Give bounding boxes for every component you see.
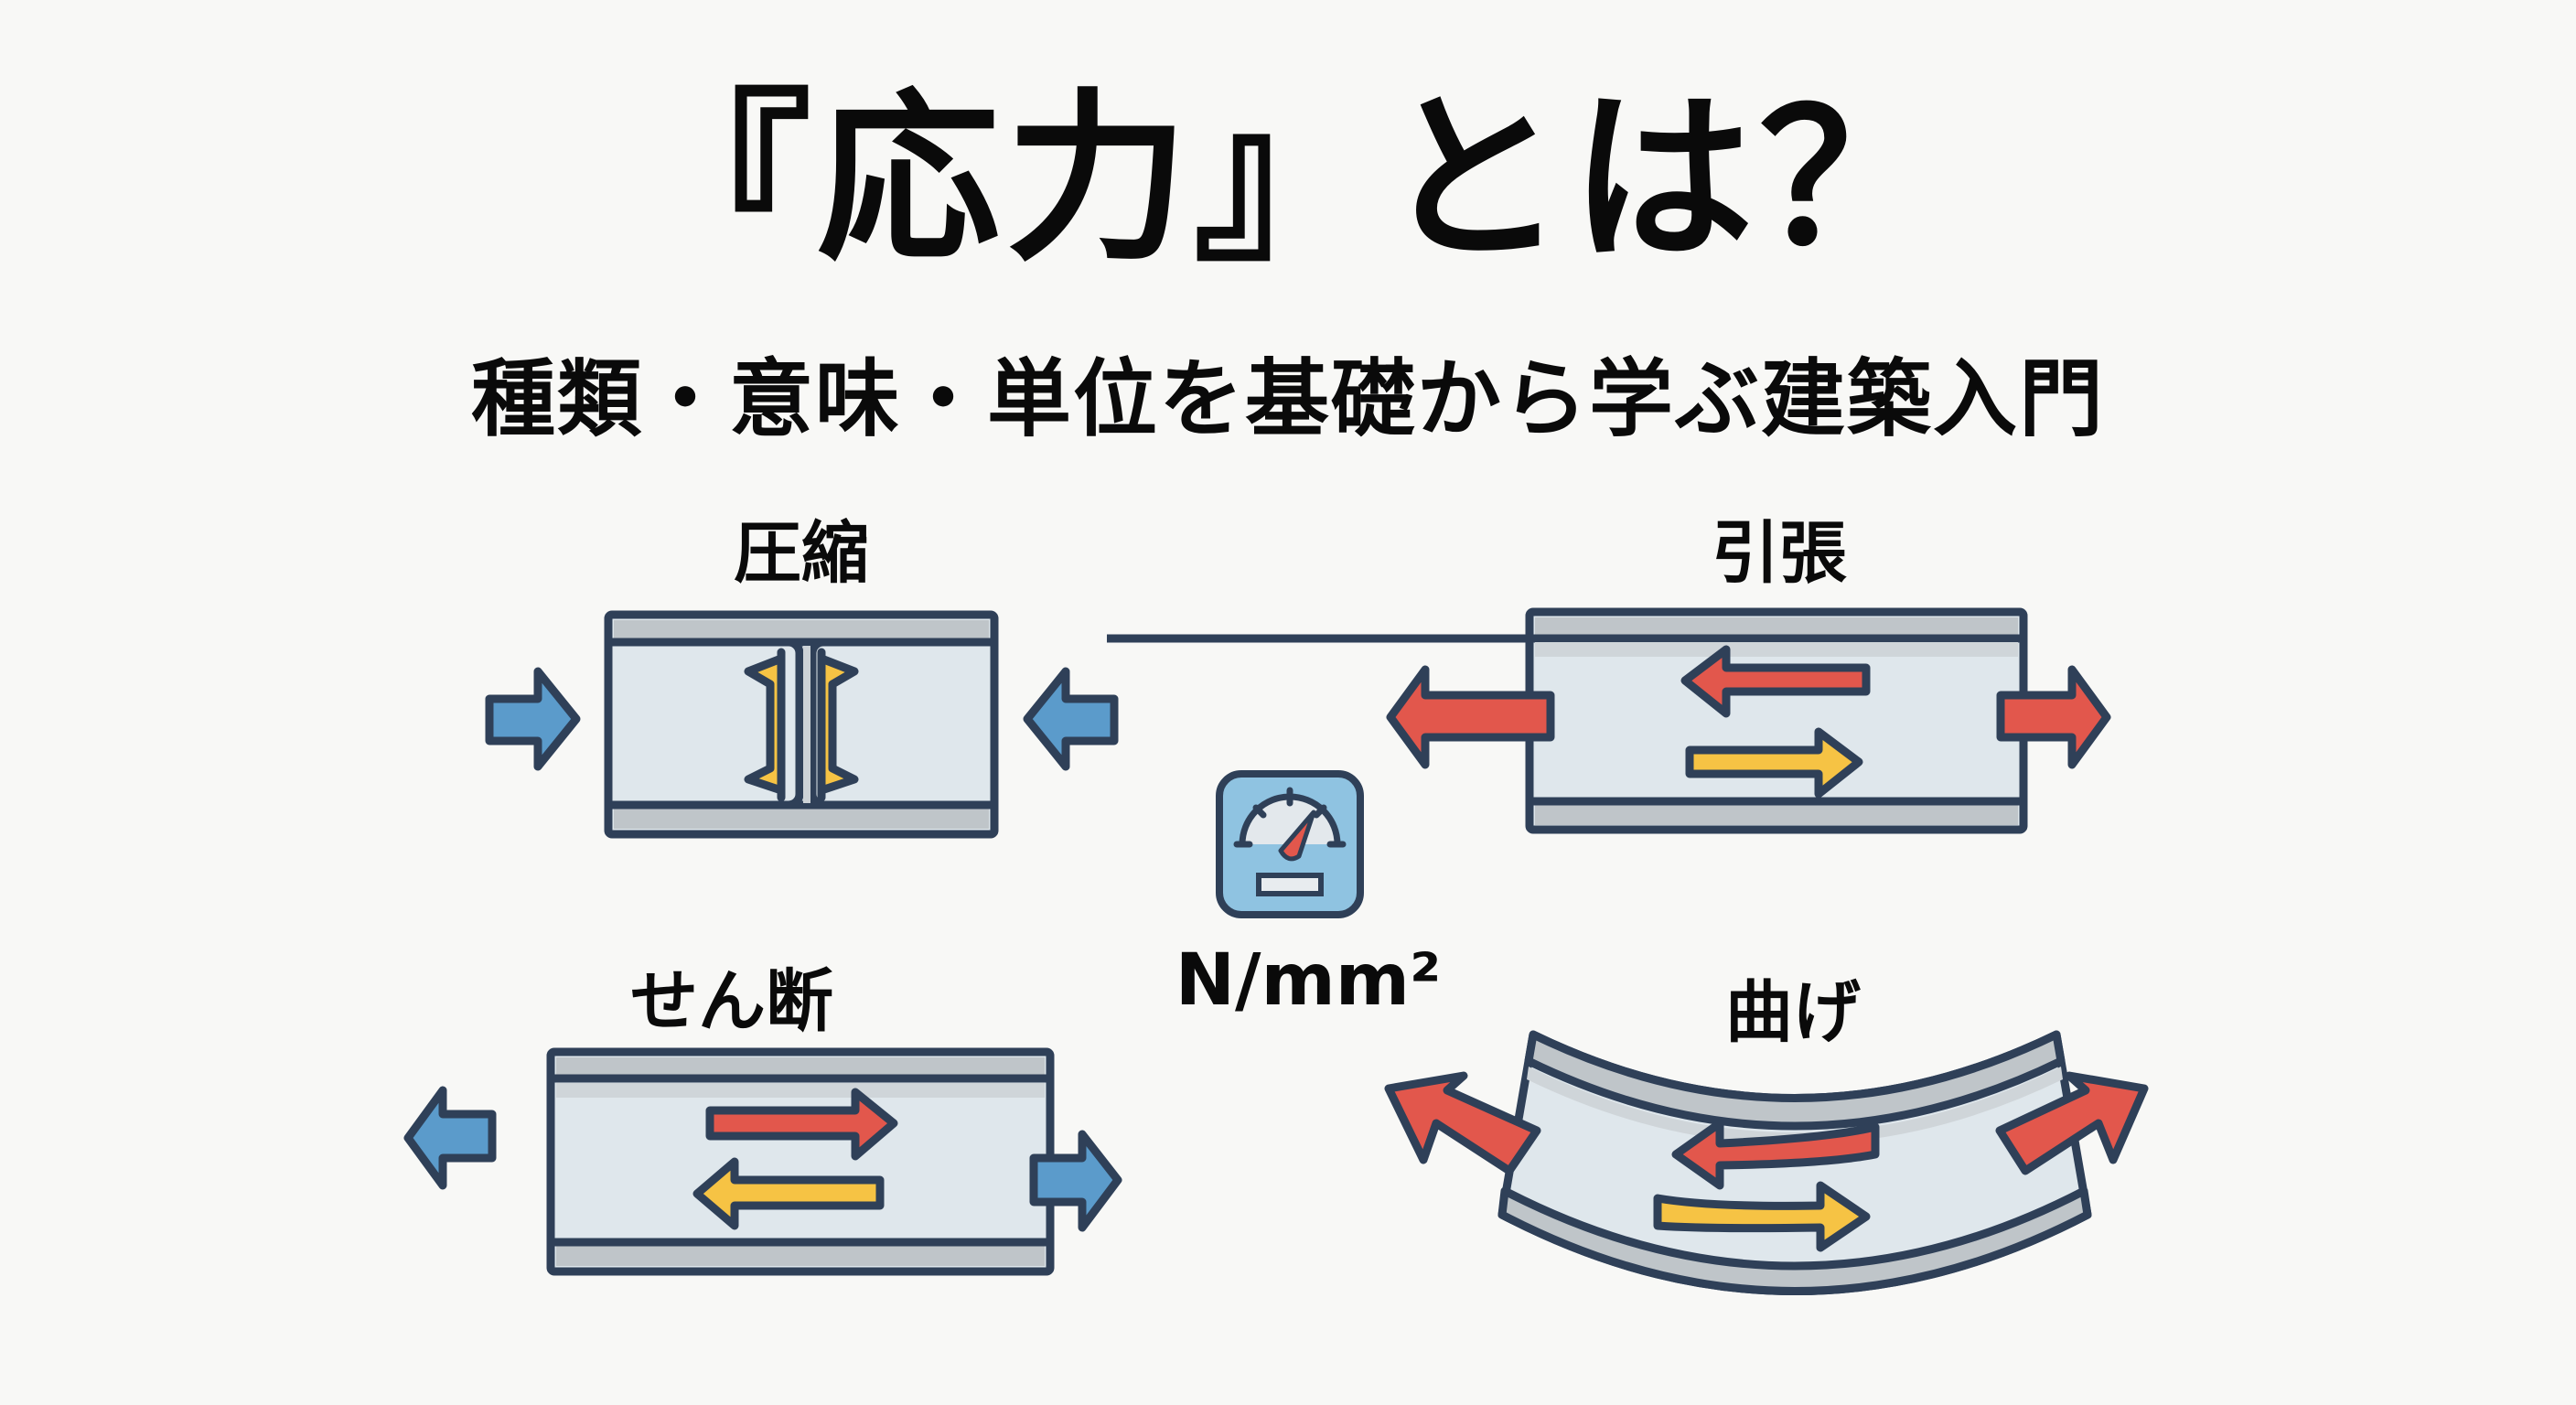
compression-arrow-left bbox=[485, 667, 581, 771]
compression-bulge-left bbox=[744, 648, 786, 802]
gauge-icon bbox=[1216, 770, 1364, 918]
shear-inner-arrow-left bbox=[692, 1157, 885, 1230]
tension-diagram bbox=[1107, 607, 2111, 834]
tension-label: 引張 bbox=[1712, 514, 1847, 593]
page-title: 『応力』とは？ bbox=[628, 73, 1948, 286]
shear-arrow-right bbox=[1029, 1130, 1122, 1232]
compression-label: 圧縮 bbox=[734, 514, 869, 593]
bending-inner-arrow-left bbox=[1671, 1119, 1880, 1190]
compression-diagram bbox=[485, 610, 1119, 839]
bending-label: 曲げ bbox=[1725, 973, 1861, 1052]
bending-inner-arrow-right bbox=[1653, 1181, 1871, 1252]
compression-top-flange bbox=[614, 620, 989, 640]
shear-label: せん断 bbox=[630, 962, 833, 1041]
unit-label: N/mm² bbox=[1175, 939, 1442, 1022]
bending-arrow-left bbox=[1384, 1071, 1541, 1175]
shear-diagram bbox=[403, 1047, 1122, 1276]
tension-inner-arrow-left bbox=[1680, 645, 1871, 718]
shear-arrow-left bbox=[403, 1086, 497, 1190]
shear-inner-arrow-right bbox=[705, 1088, 898, 1161]
bending-arrow-right bbox=[1995, 1071, 2149, 1175]
tension-arrow-left bbox=[1386, 665, 1555, 769]
page-subtitle: 種類・意味・単位を基礎から学ぶ建築入門 bbox=[470, 350, 2105, 448]
tension-inner-arrow-right bbox=[1685, 727, 1863, 799]
bending-diagram bbox=[1384, 1030, 2149, 1295]
gauge-needle bbox=[1278, 810, 1316, 862]
compression-arrow-right bbox=[1023, 667, 1119, 771]
tension-arrow-right bbox=[1996, 665, 2111, 769]
compression-bottom-flange bbox=[614, 807, 989, 829]
compression-bulge-right bbox=[817, 648, 859, 802]
